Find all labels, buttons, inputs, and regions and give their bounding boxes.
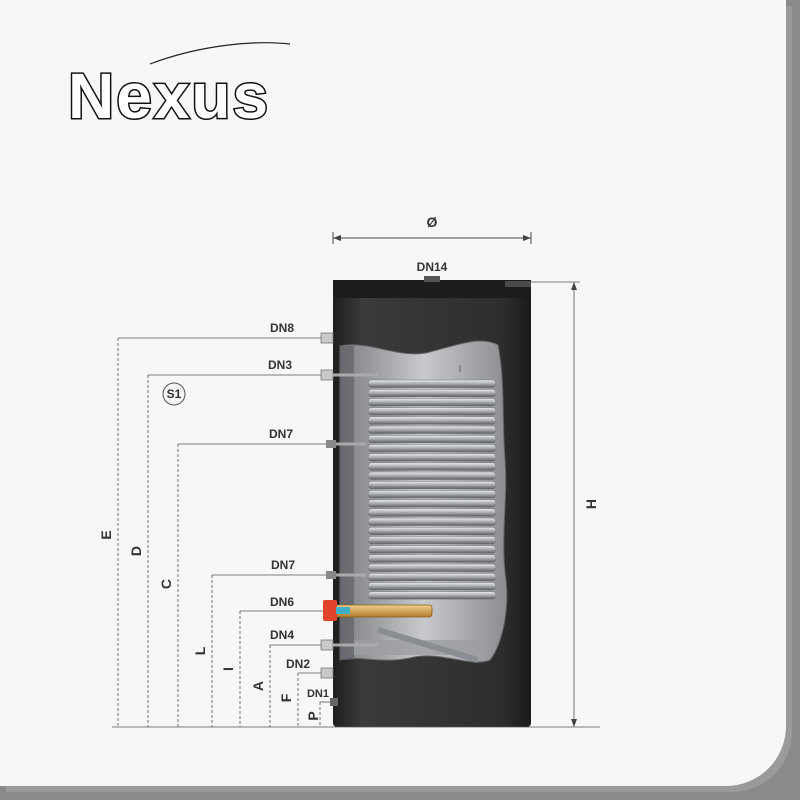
port-dn8 [320,332,334,344]
coil-turn [367,379,497,388]
coil-turn [367,490,497,499]
coil-turn [367,425,497,434]
port-label-dn8: DN8 [270,321,294,335]
coil-turn [367,407,497,416]
dim-I: I [220,667,236,671]
coil-turn [367,388,497,397]
tank-body: DN14 [323,260,531,727]
port-dn3 [320,369,334,381]
brand-logo: Nexus [68,60,270,132]
sensor-s1: S1 [162,382,186,406]
coil-turn [367,517,497,526]
port-dn1 [330,698,338,706]
dim-P: P [305,711,321,720]
side-ports [320,332,378,706]
coil-turn [367,582,497,591]
logo-swoosh [149,42,291,65]
coil-turn [367,471,497,480]
diameter-label: Ø [427,214,438,230]
port-label-dn14: DN14 [417,260,448,274]
sensor-label: S1 [167,387,182,401]
coil-turn [367,536,497,545]
tank-diagram: Nexus Ø DN14 [67,42,600,728]
overall-height-dimension: H [531,281,599,727]
coil-turn [367,572,497,581]
dim-C: C [158,579,174,589]
coil-turn [367,591,497,600]
height-dimensions [117,338,321,727]
port-leaders: DN8 DN3 DN7 DN7 DN6 DN4 DN2 DN1 [118,321,330,703]
port-label-dn3: DN3 [268,358,292,372]
coil-turn [367,499,497,508]
port-dn4 [320,639,334,651]
dim-F: F [278,693,294,702]
coil-turn [367,554,497,563]
port-label-dn7-lower: DN7 [271,558,295,572]
coil-turn [367,434,497,443]
dimension-letters: E D C L I A F P [98,530,321,720]
port-label-dn2: DN2 [286,657,310,671]
coil-turn [367,526,497,535]
coil-turn [367,563,497,572]
port-dn7-upper [326,440,336,448]
heat-exchanger-coil [367,379,497,600]
heater-cap [323,600,337,621]
port-label-dn4: DN4 [270,628,294,642]
coil-turn [367,453,497,462]
coil-turn [367,462,497,471]
coil-turn [367,480,497,489]
port-dn2 [320,667,334,679]
port-label-dn6: DN6 [270,595,294,609]
dim-H: H [583,499,599,509]
port-label-dn1: DN1 [307,688,329,700]
coil-turn [367,508,497,517]
dim-A: A [250,681,266,691]
port-label-dn7-upper: DN7 [269,427,293,441]
dim-L: L [192,646,208,655]
coil-turn [367,398,497,407]
coil-turn [367,444,497,453]
dim-D: D [128,546,144,556]
diagram-card: Nexus Ø DN14 [0,0,786,786]
dim-E: E [98,530,114,539]
coil-turn [367,545,497,554]
coil-turn [367,416,497,425]
diameter-dimension: Ø [332,214,532,244]
port-dn7-lower [326,571,336,579]
